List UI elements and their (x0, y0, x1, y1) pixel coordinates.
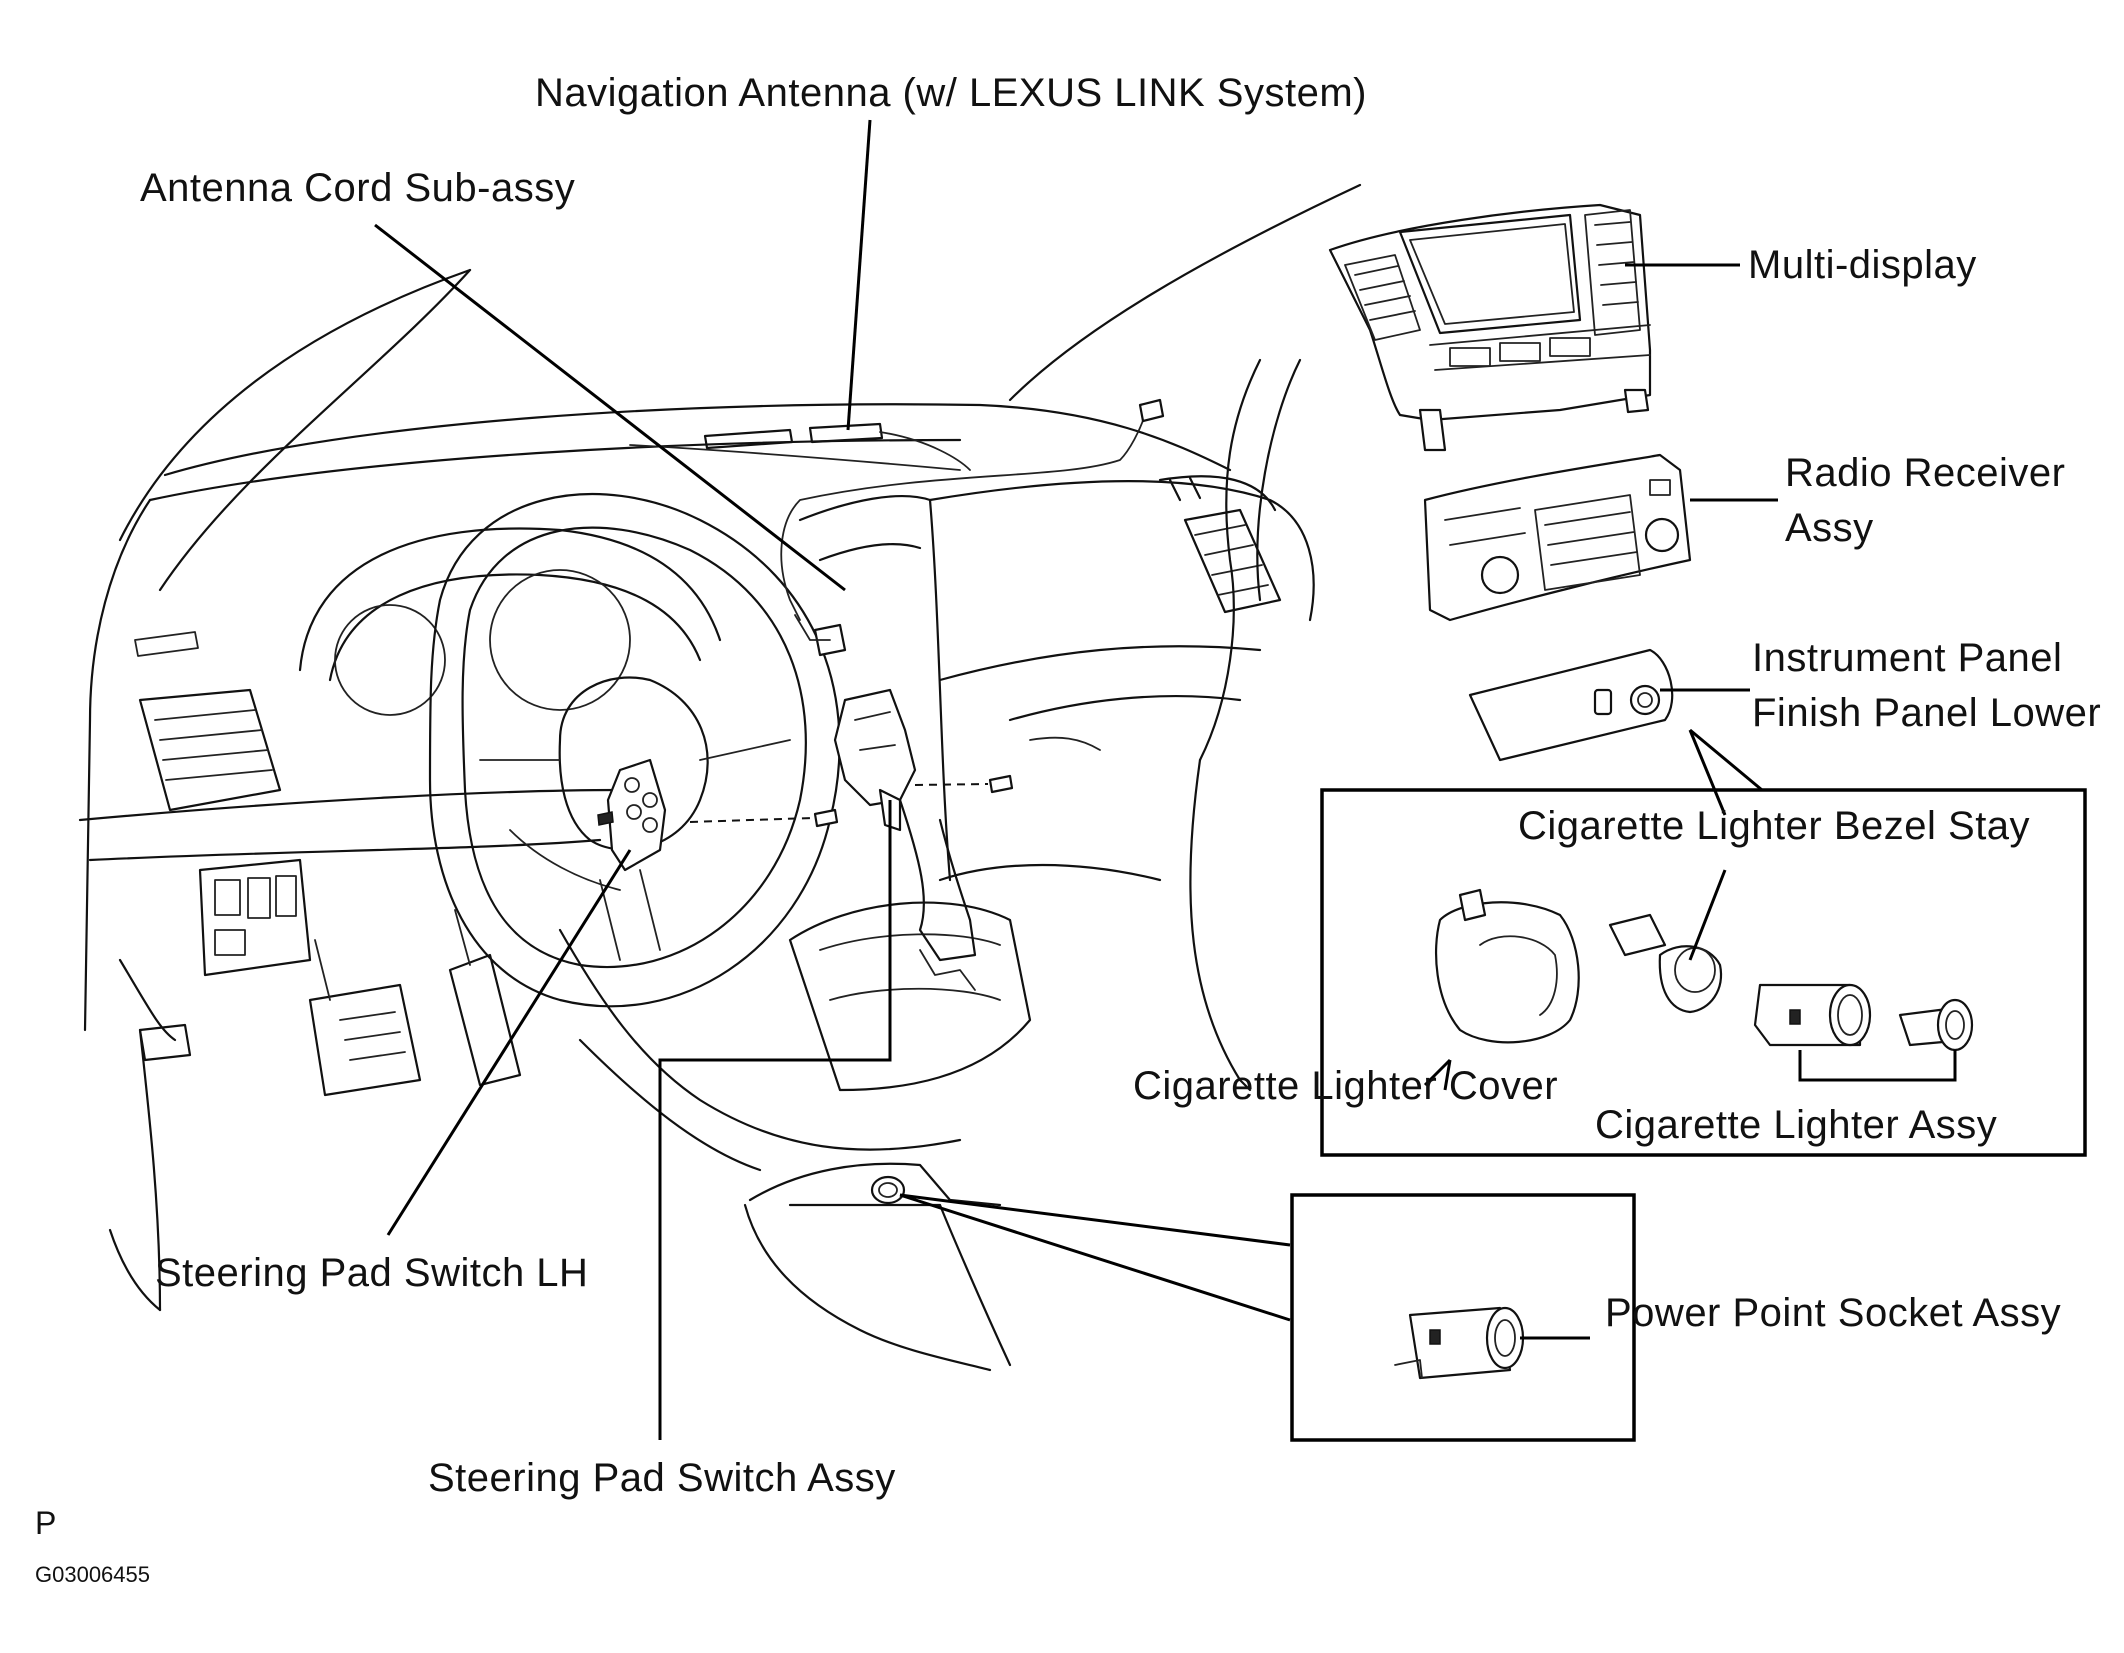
label-antenna-cord: Antenna Cord Sub-assy (140, 166, 576, 210)
label-radio-receiver-line1: Radio Receiver (1785, 451, 2066, 495)
leader-lines (374, 119, 1957, 1440)
finish-panel-art (1468, 648, 1674, 762)
label-lighter-cover: Cigarette Lighter Cover (1133, 1064, 1559, 1108)
label-steering-pad-assy: Steering Pad Switch Assy (428, 1456, 896, 1500)
radio-receiver-art (1423, 453, 1692, 622)
steering-pad-switches (597, 688, 1014, 872)
lighter-detail-box (1320, 788, 2087, 1157)
multi-display-art (1328, 203, 1652, 452)
power-point-detail-box (1290, 1193, 1636, 1442)
label-navigation-antenna: Navigation Antenna (w/ LEXUS LINK System… (535, 71, 1367, 115)
label-steering-pad-lh: Steering Pad Switch LH (155, 1251, 589, 1295)
label-multi-display: Multi-display (1748, 243, 1977, 287)
dashboard-outline (78, 183, 1362, 1312)
label-lighter-assy: Cigarette Lighter Assy (1595, 1103, 1998, 1147)
label-instrument-panel-line2: Finish Panel Lower (1752, 691, 2102, 735)
steering-wheel (428, 493, 841, 1008)
antenna-cord (780, 398, 1165, 657)
label-bezel-stay: Cigarette Lighter Bezel Stay (1518, 804, 2031, 848)
view-mark: P (35, 1505, 57, 1541)
console-tray-art (743, 1162, 1525, 1380)
label-radio-receiver-line2: Assy (1785, 506, 1874, 550)
label-power-point: Power Point Socket Assy (1605, 1291, 2062, 1335)
lighter-parts-art (1435, 888, 1974, 1052)
figure-code: G03006455 (35, 1562, 150, 1587)
label-instrument-panel-line1: Instrument Panel (1752, 636, 2063, 680)
